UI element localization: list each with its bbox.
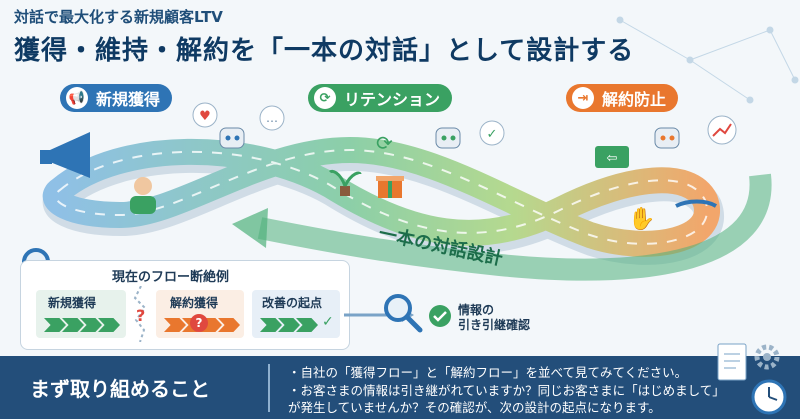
check-bubble-icon: ✓ [479, 120, 505, 146]
svg-text:…: … [266, 111, 278, 125]
footer-title: まず取り組めること [30, 377, 210, 401]
churn-question-badge: ? [190, 314, 208, 332]
cycle-arrows-icon: ⟳ [376, 131, 393, 155]
gap-question-mark: ? [136, 306, 146, 325]
person-icon [130, 177, 156, 214]
column-improvement-label: 改善の起点 [262, 296, 323, 310]
megaphone-icon [40, 132, 90, 178]
robot-icon-2 [435, 127, 461, 149]
refresh-icon: ⟳ [314, 87, 336, 109]
chevrons-improvement [260, 318, 318, 332]
svg-text:✓: ✓ [487, 127, 498, 142]
return-arrow-head [232, 208, 268, 248]
check-icon: ✓ [322, 314, 334, 330]
phase-churn-prevention: ⇥ 解約防止 [566, 84, 679, 112]
column-churn-label: 解約獲得 [170, 296, 219, 310]
phase-acquisition-label: 新規獲得 [96, 90, 161, 109]
search-check-icon [384, 294, 423, 333]
exit-sign-icon: ⇦ [595, 146, 629, 168]
footer-bullet-1: ・自社の「獲得フロー」と「解約フロー」を並べて見てみてください。 [288, 365, 688, 380]
page-title: 獲得・維持・解約を「一本の対話」として設計する [14, 36, 635, 66]
svg-text:⇦: ⇦ [607, 151, 618, 166]
megaphone-icon: 📢 [66, 87, 88, 109]
svg-text:♥: ♥ [199, 109, 211, 124]
clock-icon [751, 379, 787, 415]
robot-icon-1 [219, 127, 245, 149]
gear-icon [754, 344, 780, 370]
phase-churn-label: 解約防止 [602, 90, 667, 109]
footer-banner [0, 356, 800, 419]
exit-door-icon: ⇥ [572, 87, 594, 109]
phase-retention: ⟳ リテンション [308, 84, 453, 112]
helping-hand-icon [675, 199, 718, 208]
page-subtitle: 対話で最大化する新規顧客LTV [14, 8, 223, 26]
document-icon [717, 343, 747, 381]
phase-acquisition: 📢 新規獲得 [60, 84, 173, 112]
chat-bubble-icon: … [259, 105, 285, 131]
robot-icon-3 [654, 127, 680, 149]
column-acquisition-label: 新規獲得 [48, 296, 97, 310]
info-line-2: 引き引継確認 [458, 318, 531, 332]
info-handover-label: 情報の 引き引継確認 [458, 303, 530, 333]
footer-bullet-3: が発生していませんか？その確認が、次の設計の起点になります。 [288, 400, 661, 415]
gift-icon [376, 176, 404, 198]
phase-retention-label: リテンション [344, 90, 441, 109]
heart-bubble-icon: ♥ [192, 102, 218, 128]
stop-hand-icon: ✋ [628, 206, 655, 232]
footer-divider [268, 364, 270, 412]
panel-title: 現在のフロー断絶例 [112, 270, 230, 285]
trend-bubble-icon [707, 115, 737, 145]
footer-bullet-2: ・お客さまの情報は引き継がれていますか？同じお客さまに「はじめまして」 [288, 383, 725, 398]
check-circle-icon [429, 305, 451, 327]
network-decoration [616, 16, 799, 104]
chevrons-acquisition [44, 318, 120, 332]
info-line-1: 情報の [458, 303, 495, 317]
return-arrow [257, 173, 772, 281]
infinity-flow-diagram: ♥ … ✓ ⟳ ⇦ ✋ [40, 102, 772, 281]
plant-icon [328, 169, 362, 196]
